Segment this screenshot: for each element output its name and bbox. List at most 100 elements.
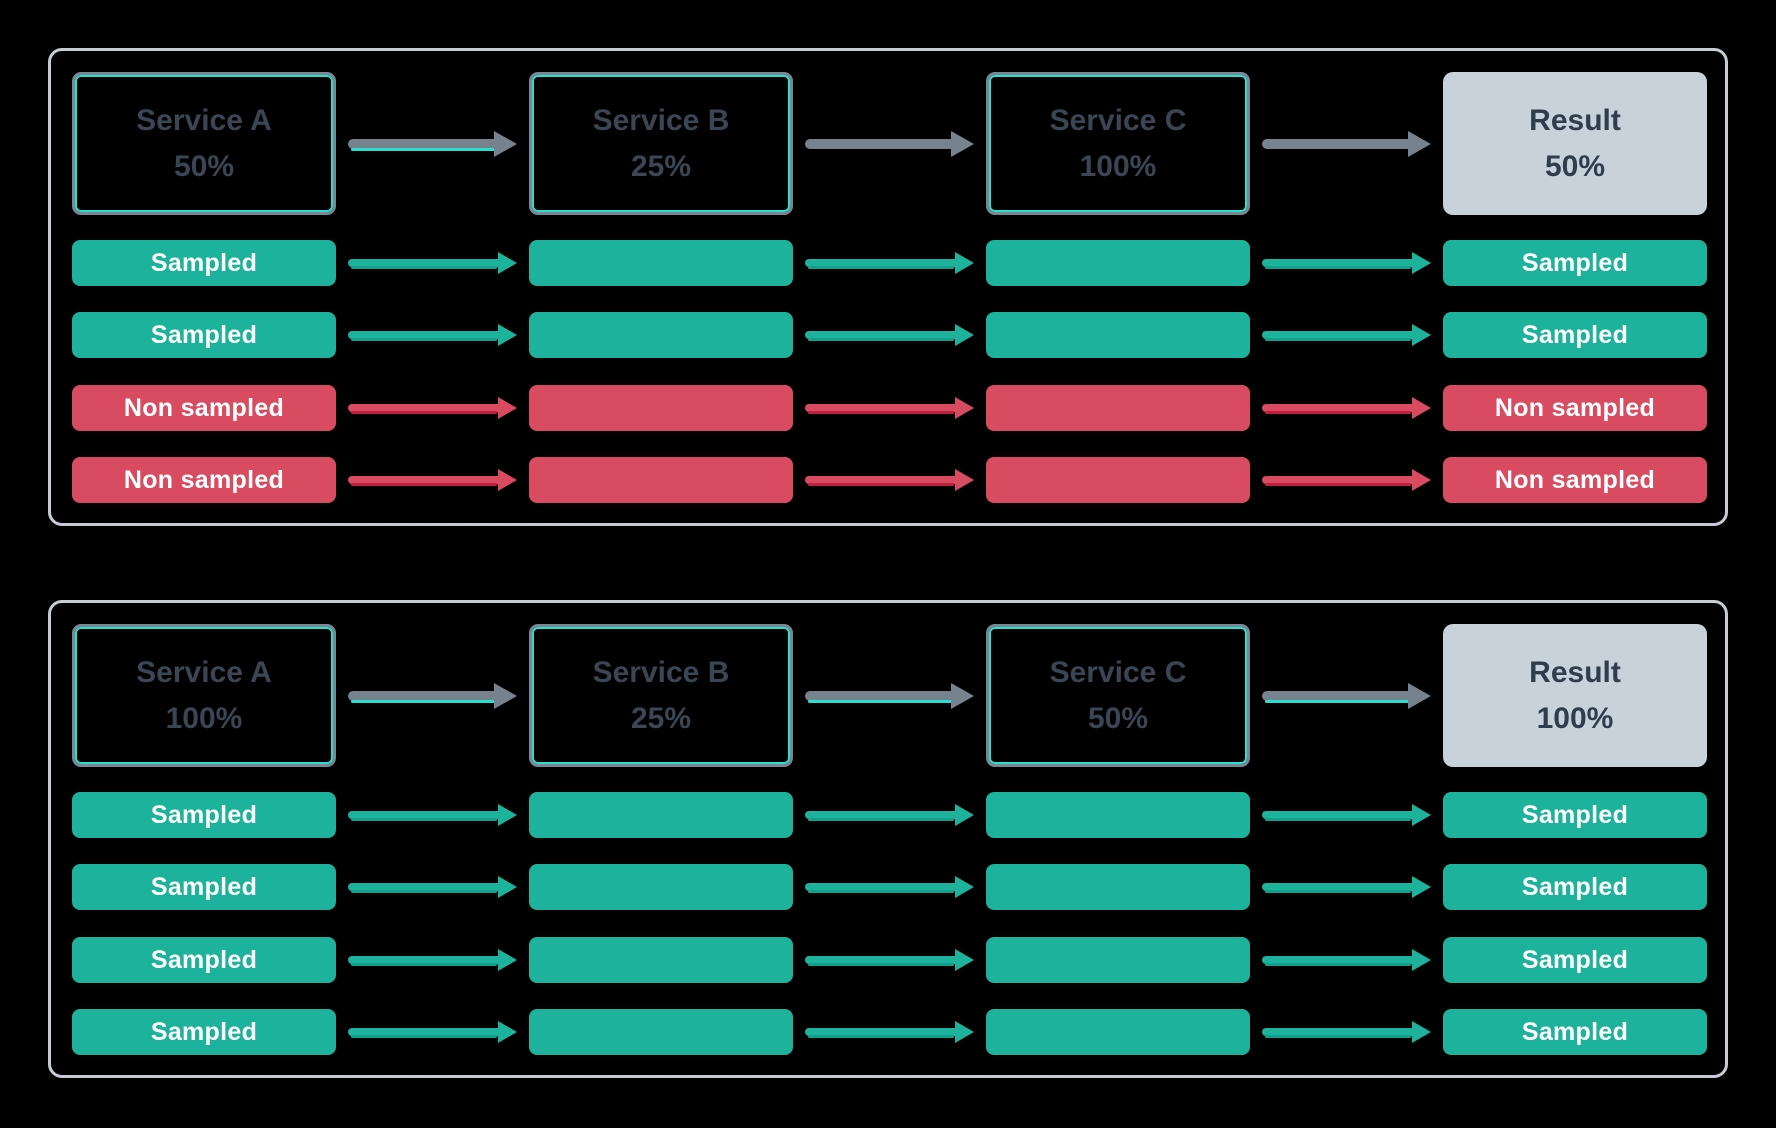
sampled-bar: [986, 937, 1250, 983]
flow-arrow: [348, 463, 517, 497]
flow-arrow: [348, 870, 517, 904]
row-label-text: Sampled: [150, 320, 258, 349]
non-sampled-bar: [529, 385, 793, 431]
service-sampling-rate: 25%: [630, 701, 692, 735]
row-result-label-text: Non sampled: [1494, 393, 1656, 422]
arrow-head-icon: [498, 397, 517, 419]
arrow-head-icon: [955, 1021, 974, 1043]
arrow-shaft: [805, 1028, 959, 1036]
arrow-head-icon: [1412, 876, 1431, 898]
arrow-head-icon: [498, 252, 517, 274]
service-sampling-rate: 100%: [1079, 149, 1157, 183]
arrow-shaft: [1262, 259, 1416, 267]
arrow-shaft: [1262, 138, 1413, 149]
arrow-shaft: [1262, 331, 1416, 339]
sampled-bar: [529, 1009, 793, 1055]
arrow-shaft: [348, 956, 502, 964]
flow-arrow: [805, 679, 974, 713]
flow-arrow: [1262, 798, 1431, 832]
arrow-head-icon: [498, 949, 517, 971]
flow-arrow: [1262, 246, 1431, 280]
arrow-head-icon: [498, 804, 517, 826]
sampled-result-label: Sampled: [1443, 240, 1707, 286]
arrow-head-icon: [1408, 130, 1431, 157]
arrow-accent-line: [351, 338, 497, 341]
arrow-accent-line: [351, 818, 497, 821]
row-label-text: Sampled: [150, 872, 258, 901]
flow-arrow: [805, 246, 974, 280]
flow-arrow: [1262, 391, 1431, 425]
arrow-shaft: [805, 811, 959, 819]
arrow-shaft: [805, 476, 959, 484]
service-sampling-rate: 25%: [630, 149, 692, 183]
arrow-accent-line: [808, 699, 954, 703]
flow-arrow: [348, 246, 517, 280]
sampled-bar: [529, 312, 793, 358]
arrow-shaft: [348, 1028, 502, 1036]
non-sampled-label: Non sampled: [72, 385, 336, 431]
arrow-shaft: [805, 259, 959, 267]
arrow-head-icon: [1412, 804, 1431, 826]
service-name: Service A: [136, 655, 272, 689]
arrow-head-icon: [951, 130, 974, 157]
row-result-label-text: Sampled: [1521, 872, 1629, 901]
arrow-shaft: [348, 476, 502, 484]
sampled-label: Sampled: [72, 1009, 336, 1055]
non-sampled-bar: [529, 457, 793, 503]
row-result-label-text: Sampled: [1521, 800, 1629, 829]
arrow-head-icon: [1412, 469, 1431, 491]
arrow-head-icon: [955, 949, 974, 971]
sampled-result-label: Sampled: [1443, 792, 1707, 838]
flow-arrow: [805, 943, 974, 977]
arrow-accent-line: [808, 483, 954, 486]
arrow-head-icon: [1412, 324, 1431, 346]
row-result-label-text: Sampled: [1521, 320, 1629, 349]
arrow-shaft: [1262, 811, 1416, 819]
arrow-accent-line: [1265, 818, 1411, 821]
non-sampled-result-label: Non sampled: [1443, 457, 1707, 503]
flow-arrow: [805, 1015, 974, 1049]
arrow-shaft: [805, 690, 956, 701]
non-sampled-bar: [986, 385, 1250, 431]
arrow-accent-line: [351, 266, 497, 269]
arrow-head-icon: [494, 130, 517, 157]
arrow-accent-line: [808, 890, 954, 893]
arrow-accent-line: [808, 411, 954, 414]
flow-arrow: [805, 127, 974, 161]
service-sampling-rate: 50%: [173, 149, 235, 183]
arrow-head-icon: [955, 469, 974, 491]
sampled-label: Sampled: [72, 792, 336, 838]
flow-arrow: [1262, 679, 1431, 713]
non-sampled-result-label: Non sampled: [1443, 385, 1707, 431]
sampled-result-label: Sampled: [1443, 864, 1707, 910]
flow-arrow: [805, 318, 974, 352]
arrow-shaft: [348, 883, 502, 891]
flow-arrow: [1262, 943, 1431, 977]
arrow-head-icon: [498, 876, 517, 898]
row-result-label-text: Sampled: [1521, 1017, 1629, 1046]
result-name: Result: [1529, 655, 1621, 689]
flow-arrow: [348, 391, 517, 425]
arrow-head-icon: [955, 324, 974, 346]
arrow-shaft: [1262, 1028, 1416, 1036]
sampled-label: Sampled: [72, 937, 336, 983]
service-sampling-rate: 50%: [1087, 701, 1149, 735]
arrow-shaft: [348, 331, 502, 339]
arrow-accent-line: [1265, 1035, 1411, 1038]
arrow-accent-line: [808, 266, 954, 269]
arrow-accent-line: [351, 1035, 497, 1038]
flow-arrow: [1262, 870, 1431, 904]
result-sampling-rate: 50%: [1544, 149, 1606, 183]
row-label-text: Sampled: [150, 1017, 258, 1046]
flow-arrow: [805, 391, 974, 425]
sampled-label: Sampled: [72, 312, 336, 358]
arrow-shaft: [348, 404, 502, 412]
arrow-accent-line: [1265, 699, 1411, 703]
flow-arrow: [805, 870, 974, 904]
